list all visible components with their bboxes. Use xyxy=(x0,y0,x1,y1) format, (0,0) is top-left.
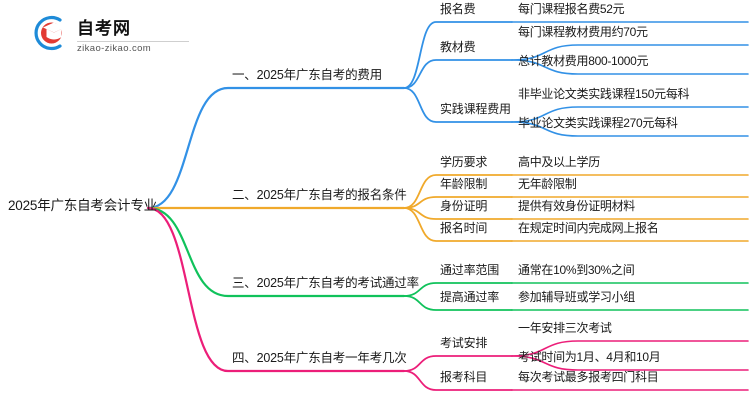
sub-node-requirements-3[interactable]: 报名时间 xyxy=(440,222,487,234)
connector-line xyxy=(403,355,513,372)
sub-node-requirements-0[interactable]: 学历要求 xyxy=(440,156,487,168)
sub-node-fees-1-label: 教材费 xyxy=(440,40,476,54)
leaf-node-pass-rate-1-0-label: 参加辅导班或学习小组 xyxy=(518,290,636,304)
branch-node-fees-label: 一、2025年广东自考的费用 xyxy=(232,68,383,82)
leaf-node-requirements-0-0[interactable]: 高中及以上学历 xyxy=(518,156,600,168)
leaf-node-fees-0-0[interactable]: 每门课程报名费52元 xyxy=(518,2,625,16)
leaf-node-pass-rate-1-0[interactable]: 参加辅导班或学习小组 xyxy=(518,291,635,303)
sub-node-requirements-1-label: 年龄限制 xyxy=(440,177,488,191)
leaf-node-exam-times-0-0-label: 一年安排三次考试 xyxy=(518,321,612,335)
connector-line xyxy=(403,59,513,89)
leaf-node-pass-rate-0-0[interactable]: 通常在10%到30%之间 xyxy=(518,263,635,277)
sub-node-fees-1[interactable]: 教材费 xyxy=(440,40,476,54)
sub-node-fees-0[interactable]: 报名费 xyxy=(440,2,476,16)
sub-node-exam-times-1[interactable]: 报考科目 xyxy=(440,371,487,383)
leaf-node-exam-times-1-0[interactable]: 每次考试最多报考四门科目 xyxy=(518,370,659,384)
leaf-node-fees-2-1[interactable]: 毕业论文类实践课程270元每科 xyxy=(518,117,678,129)
sub-node-exam-times-0[interactable]: 考试安排 xyxy=(440,337,487,349)
sub-node-pass-rate-1-label: 提高通过率 xyxy=(440,290,500,304)
logo-name-en: zikao-zikao.com xyxy=(77,43,152,54)
leaf-node-exam-times-0-1-label: 考试时间为1月、4月和10月 xyxy=(518,350,661,364)
leaf-node-exam-times-1-0-label: 每次考试最多报考四门科目 xyxy=(518,370,659,384)
sub-node-pass-rate-1[interactable]: 提高通过率 xyxy=(440,291,499,303)
leaf-node-requirements-3-0[interactable]: 在规定时间内完成网上报名 xyxy=(518,221,659,235)
branch-node-exam-times-label: 四、2025年广东自考一年考几次 xyxy=(232,351,407,365)
leaf-node-fees-2-0[interactable]: 非毕业论文类实践课程150元每科 xyxy=(518,87,690,101)
sub-node-fees-2-label: 实践课程费用 xyxy=(440,102,511,116)
connector-line xyxy=(403,21,513,89)
sub-node-requirements-0-label: 学历要求 xyxy=(440,155,488,169)
leaf-node-requirements-2-0[interactable]: 提供有效身份证明材料 xyxy=(518,200,635,212)
leaf-node-requirements-0-0-label: 高中及以上学历 xyxy=(518,155,600,169)
logo-divider xyxy=(77,41,189,42)
branch-node-pass-rate[interactable]: 三、2025年广东自考的考试通过率 xyxy=(232,277,419,290)
sub-node-requirements-2-label: 身份证明 xyxy=(440,199,488,213)
root-node-label: 2025年广东自考会计专业 xyxy=(8,198,157,213)
sub-node-requirements-3-label: 报名时间 xyxy=(440,221,488,235)
leaf-node-requirements-3-0-label: 在规定时间内完成网上报名 xyxy=(518,221,659,235)
leaf-node-exam-times-0-0[interactable]: 一年安排三次考试 xyxy=(518,322,612,334)
leaf-node-fees-1-0[interactable]: 每门课程教材费用约70元 xyxy=(518,26,648,38)
root-node[interactable]: 2025年广东自考会计专业 xyxy=(8,199,157,213)
leaf-node-pass-rate-0-0-label: 通常在10%到30%之间 xyxy=(518,263,635,277)
sub-node-requirements-1[interactable]: 年龄限制 xyxy=(440,178,487,190)
sub-node-fees-0-label: 报名费 xyxy=(440,2,476,16)
leaf-node-requirements-1-0[interactable]: 无年龄限制 xyxy=(518,178,577,190)
leaf-node-requirements-1-0-label: 无年龄限制 xyxy=(518,177,577,191)
branch-node-exam-times[interactable]: 四、2025年广东自考一年考几次 xyxy=(232,352,407,365)
sub-node-pass-rate-0[interactable]: 通过率范围 xyxy=(440,264,499,276)
logo-name-cn: 自考网 xyxy=(77,19,131,38)
sub-node-exam-times-0-label: 考试安排 xyxy=(440,336,488,350)
branch-node-requirements-label: 二、2025年广东自考的报名条件 xyxy=(232,188,407,202)
sub-node-requirements-2[interactable]: 身份证明 xyxy=(440,200,487,212)
leaf-node-fees-1-1-label: 总计教材费用800-1000元 xyxy=(518,54,649,68)
sub-node-pass-rate-0-label: 通过率范围 xyxy=(440,263,500,277)
sub-node-fees-2[interactable]: 实践课程费用 xyxy=(440,103,511,115)
site-logo: 自考网 zikao-zikao.com xyxy=(30,12,200,54)
branch-node-requirements[interactable]: 二、2025年广东自考的报名条件 xyxy=(232,189,407,202)
branch-node-pass-rate-label: 三、2025年广东自考的考试通过率 xyxy=(232,276,419,290)
logo-text: 自考网 zikao-zikao.com xyxy=(77,14,189,54)
sub-node-exam-times-1-label: 报考科目 xyxy=(440,370,488,384)
leaf-node-fees-0-0-label: 每门课程报名费52元 xyxy=(518,2,625,16)
leaf-node-exam-times-0-1[interactable]: 考试时间为1月、4月和10月 xyxy=(518,351,661,363)
leaf-node-fees-1-1[interactable]: 总计教材费用800-1000元 xyxy=(518,54,649,68)
leaf-node-fees-2-0-label: 非毕业论文类实践课程150元每科 xyxy=(518,87,690,101)
graduation-book-icon xyxy=(34,15,65,51)
branch-node-fees[interactable]: 一、2025年广东自考的费用 xyxy=(232,69,382,82)
leaf-node-fees-2-1-label: 毕业论文类实践课程270元每科 xyxy=(518,116,678,130)
leaf-node-fees-1-0-label: 每门课程教材费用约70元 xyxy=(518,25,648,39)
leaf-node-requirements-2-0-label: 提供有效身份证明材料 xyxy=(518,199,636,213)
